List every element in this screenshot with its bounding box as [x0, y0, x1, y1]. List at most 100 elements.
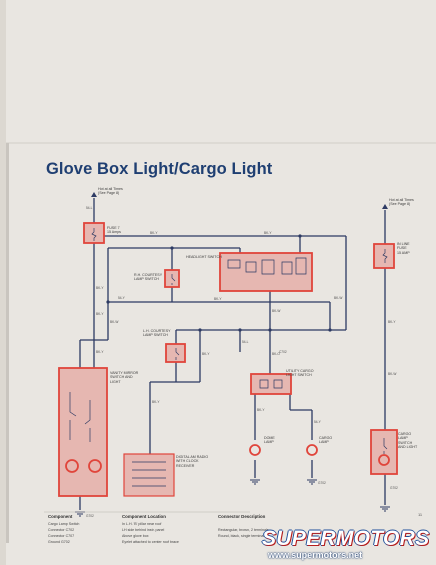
wire-label: 54-Y [118, 296, 125, 300]
diagram-title: Glove Box Light/Cargo Light [46, 160, 273, 178]
junction-8 [198, 328, 202, 332]
fuse-left-label: FUSE 7 15 Amps [107, 226, 121, 235]
fuse-left-box [83, 222, 105, 244]
cargo-switch-internals [383, 438, 388, 454]
clock-internals [132, 461, 166, 487]
wire-label: BK-W [272, 309, 281, 313]
connector-label: C702 [279, 350, 287, 354]
vanity-mirror-label: VANITY MIRROR SWITCH AND LIGHT [110, 371, 139, 384]
wire-label: BK-Y [388, 320, 396, 324]
fuse-right-line2: FUSE [397, 246, 407, 251]
junction-4 [106, 300, 110, 304]
ground-cargo [307, 479, 317, 485]
table-row-description: Rectangular, brown, 2 terminals [218, 528, 269, 532]
vanity-bulb-right [88, 459, 102, 473]
wire-label: BK-Y [264, 231, 272, 235]
dome-lamp-bulb [249, 444, 261, 456]
watermark-logo: SUPERMOTORS [262, 527, 430, 550]
fuse-left-line1: FUSE 7 [107, 226, 120, 230]
junction-6 [238, 328, 242, 332]
left-feed-label: Hot at all Times (See Page 8) [98, 187, 123, 196]
wire-label: BK-Y [96, 286, 104, 290]
clock-box [123, 453, 175, 497]
junction-2 [298, 234, 302, 238]
vanity-mirror-box [58, 367, 108, 497]
fuse-right-element [382, 249, 388, 263]
wire-label: BK-Y [96, 350, 104, 354]
junction-3 [170, 246, 174, 250]
rh-courtesy-label: R.H. COURTESY LAMP SWITCH [134, 273, 163, 282]
table-row-component: Connector C702 [48, 528, 75, 532]
fuse-right-line3: 15 AMP [397, 250, 410, 255]
left-feed-line2: (See Page 8) [98, 191, 120, 196]
junction-5 [268, 328, 272, 332]
vanity-internals [69, 392, 91, 442]
wiring [79, 198, 386, 510]
cargo-switch-bulb [378, 454, 390, 466]
watermark-url: www.supermotors.net [268, 550, 363, 560]
utility-cargo-box [250, 373, 292, 395]
ground-right [380, 506, 390, 512]
table-header-description: Connector Description [218, 514, 266, 519]
wire-label: BK-W [334, 296, 343, 300]
right-feed-line1: Hot at all Times [389, 198, 414, 202]
right-feed-label: Hot at all Times (See Page 8) [389, 198, 414, 207]
fuse-right-box [373, 243, 395, 269]
lh-switch-contact [175, 348, 180, 360]
wire-label: BK-Y [150, 231, 158, 235]
cargo-lamp-bulb [306, 444, 318, 456]
dome-lamp-label: DOME LAMP [264, 436, 275, 445]
left-feed-line1: Hot at all Times [98, 187, 123, 191]
page-number: 11 [418, 512, 423, 517]
fuse-right-label: IN LINE FUSE 15 AMP [397, 242, 410, 255]
vanity-bulb-left [65, 459, 79, 473]
headlight-switch-box [219, 252, 313, 292]
ground-label: G702 [318, 481, 326, 485]
fuse-left-element [91, 228, 97, 241]
headlight-switch-label: HEADLIGHT SWITCH [186, 255, 222, 259]
right-feed-line2: (See Page 8) [389, 202, 411, 207]
table-row-component: Ground G702 [48, 540, 70, 544]
wire-label: 54-L [242, 340, 249, 344]
lh-courtesy-label: L.H. COURTESY LAMP SWITCH [143, 329, 171, 338]
cargo-lamp-label: CARGO LAMP [319, 436, 333, 445]
table-row-component: Connector C707 [48, 534, 75, 538]
fuse-left-line2: 15 Amps [107, 230, 121, 235]
fuse-right-line1: IN LINE [397, 242, 410, 246]
rh-courtesy-box [164, 269, 180, 288]
wire-label: BK-Y [202, 352, 210, 356]
ground-label: G702 [390, 486, 398, 490]
wire-label: BK-Y [96, 312, 104, 316]
wire-label: BK-Y [152, 400, 160, 404]
right-feed-arrow [382, 204, 388, 209]
wire-label: 54-L [86, 206, 93, 210]
left-feed-arrow [91, 192, 97, 197]
fold-mark [6, 143, 9, 543]
table-row-location: Eyelet attached to center roof brace [122, 540, 179, 544]
table-row-component: Cargo Lamp Switch [48, 522, 80, 526]
table-row-location: Above glove box [122, 534, 149, 538]
wire-label: BK-W [110, 320, 119, 324]
table-header-component: Component [48, 514, 73, 519]
scan-edge [0, 0, 6, 565]
utility-internals [259, 379, 283, 389]
table-row-location: In L.H. 'B' pillar near roof [122, 522, 162, 526]
rh-switch-contact [171, 274, 176, 285]
junction-7 [328, 328, 332, 332]
table-row-description: Round, black, single terminal [218, 534, 265, 538]
wire-label: BK-W [388, 372, 397, 376]
wire-label: BK-O [272, 352, 280, 356]
wire-label: BK-Y [214, 297, 222, 301]
highlighted-components [58, 222, 398, 497]
ground-label: G702 [86, 514, 94, 518]
wire-label: BK-Y [257, 408, 265, 412]
table-header-location: Component Location [122, 514, 166, 519]
headlight-contacts [227, 257, 307, 275]
digital-clock-label: DIGITAL AM RADIO WITH CLOCK RECEIVER [176, 455, 209, 468]
utility-cargo-label: UTILITY CARGO LIGHT SWITCH [286, 369, 314, 378]
lh-courtesy-box [165, 343, 186, 363]
wire-label: 54-Y [314, 420, 321, 424]
table-row-location: LH side behind instr. panel [122, 528, 165, 532]
